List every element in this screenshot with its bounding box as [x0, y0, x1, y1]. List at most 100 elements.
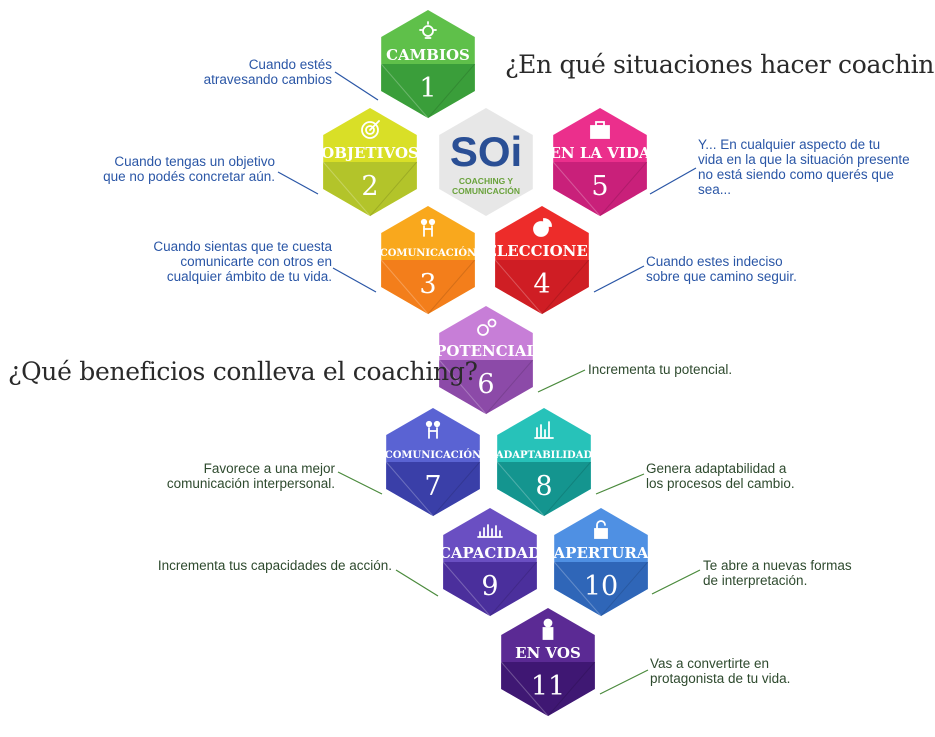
hexagon-shade	[439, 360, 533, 414]
hexagon-label: EN VOS	[515, 644, 581, 662]
hexagon-5: EN LA VIDA 5	[549, 108, 651, 217]
equalizer-icon	[477, 524, 503, 538]
note-9: Incrementa tus capacidades de acción.	[157, 558, 392, 573]
connector-line-7	[337, 471, 383, 495]
hexagon-number: 7	[424, 471, 441, 502]
people-icon	[425, 420, 441, 439]
hexagon-shade	[554, 562, 648, 616]
person-icon	[542, 618, 554, 640]
hexagon-4: ELECCIONES 4	[485, 206, 599, 315]
gears-icon	[477, 318, 497, 336]
logo-subtitle-1: COACHING Y	[459, 176, 513, 186]
hexagon-edge-right	[432, 461, 481, 517]
hexagon-number: 10	[584, 571, 618, 602]
hexagon-label: POTENCIAL	[435, 342, 537, 360]
hexagon-edge-left	[380, 259, 429, 315]
connector-line-9	[395, 569, 439, 597]
logo-hexagon-shape	[439, 108, 533, 216]
hexagon-3: COMUNICACIÓN 3	[380, 206, 476, 315]
note-8: Genera adaptabilidad a los procesos del …	[646, 461, 795, 491]
hexagon-label: OBJETIVOS	[321, 144, 419, 162]
hexagon-label: ELECCIONES	[485, 242, 598, 260]
hexagon-shade	[381, 64, 475, 118]
connector-line-3	[332, 267, 377, 293]
hexagon-edge-right	[599, 161, 648, 217]
note-3: Cuando sientas que te cuesta comunicarte…	[153, 239, 332, 284]
connector-line-5	[649, 167, 697, 195]
bars-icon	[534, 421, 554, 439]
note-10: Te abre a nuevas formas de interpretació…	[703, 558, 852, 588]
situations-heading: ¿En qué situaciones hacer coaching?	[505, 50, 935, 79]
hexagon-shade	[553, 162, 647, 216]
hexagon-shade	[381, 260, 475, 314]
note-7: Favorece a una mejor comunicación interp…	[166, 461, 335, 491]
hexagon-edge-right	[489, 561, 538, 617]
hexagon-number: 8	[535, 471, 552, 502]
hexagon-edge-right	[547, 661, 596, 717]
hexagon-edge-right	[541, 259, 590, 315]
hexagon-number: 5	[591, 171, 608, 202]
hexagon-edge-right	[427, 63, 476, 119]
padlock-icon	[594, 520, 608, 539]
briefcase-icon	[590, 121, 610, 139]
hexagon-edge-left	[442, 561, 491, 617]
hexagon-1: CAMBIOS 1	[380, 10, 476, 119]
hexagon-edge-left	[552, 161, 601, 217]
hexagon-9: CAPACIDAD 9	[439, 508, 541, 617]
connector-line-8	[595, 473, 645, 495]
hexagon-edge-left	[322, 161, 371, 217]
connector-line-1	[334, 71, 379, 101]
hexagon-label: ADAPTABILIDAD	[495, 450, 593, 461]
hexagon-label: COMUNICACIÓN	[385, 449, 481, 461]
note-6: Incrementa tu potencial.	[588, 362, 733, 377]
note-2: Cuando tengas un objetivo que no podés c…	[103, 154, 275, 184]
hexagon-label: CAPACIDAD	[439, 544, 541, 562]
hexagon-number: 9	[481, 571, 498, 602]
people-icon	[420, 218, 436, 237]
hexagon-edge-left	[500, 661, 549, 717]
connector-line-4	[593, 265, 645, 293]
connector-line-11	[599, 669, 649, 695]
hexagon-shade	[497, 462, 591, 516]
benefits-heading: ¿Qué beneficios conlleva el coaching?	[8, 357, 478, 386]
hexagon-number: 1	[419, 73, 436, 104]
hexagon-edge-left	[385, 461, 434, 517]
connector-line-10	[651, 569, 701, 595]
hexagon-label: APERTURA	[553, 544, 649, 562]
hexagon-8: ADAPTABILIDAD 8	[495, 408, 593, 517]
lightbulb-icon	[419, 21, 437, 39]
hexagon-edge-right	[427, 259, 476, 315]
hexagon-shade	[495, 260, 589, 314]
note-5: Y... En cualquier aspecto de tu vida en …	[698, 137, 910, 197]
hexagon-shade	[386, 462, 480, 516]
logo-subtitle-2: COMUNICACIÓN	[452, 185, 520, 196]
hexagon-edge-left	[494, 259, 543, 315]
hexagon-6: POTENCIAL 6	[435, 306, 537, 415]
hexagon-edge-right	[600, 561, 649, 617]
hexagon-number: 11	[531, 671, 565, 702]
note-11: Vas a convertirte en protagonista de tu …	[650, 656, 791, 686]
hexagon-label: EN LA VIDA	[549, 144, 650, 162]
hexagon-edge-right	[369, 161, 418, 217]
logo-text: SOi	[450, 128, 522, 175]
hexagon-number: 3	[419, 269, 436, 300]
hexagon-7: COMUNICACIÓN 7	[385, 408, 481, 517]
hexagon-number: 6	[477, 369, 494, 400]
hexagon-number: 4	[533, 269, 550, 300]
connector-line-2	[277, 171, 319, 195]
hexagon-shade	[501, 662, 595, 716]
hexagon-label: COMUNICACIÓN	[380, 247, 476, 259]
target-icon	[361, 120, 380, 139]
hexagon-10: APERTURA 10	[553, 508, 649, 617]
pie-chart-icon	[533, 218, 552, 237]
hexagon-number: 2	[361, 171, 378, 202]
hexagon-label: CAMBIOS	[386, 46, 470, 64]
hexagon-edge-left	[553, 561, 602, 617]
note-4: Cuando estes indeciso sobre que camino s…	[646, 254, 797, 284]
hexagon-edge-left	[380, 63, 429, 119]
note-1: Cuando estés atravesando cambios	[203, 57, 332, 87]
hexagon-edge-right	[543, 461, 592, 517]
